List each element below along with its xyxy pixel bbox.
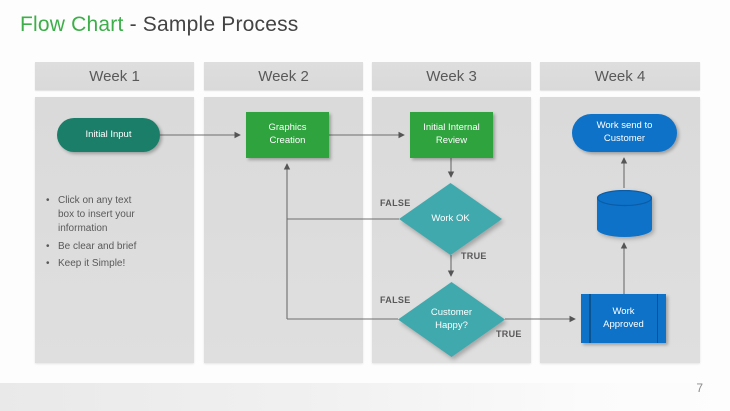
side-bar — [656, 294, 658, 343]
graphics-creation-shape[interactable]: Graphics Creation — [246, 112, 329, 158]
note-item[interactable]: Keep it Simple! — [46, 257, 150, 271]
work-approved-shape[interactable]: Work Approved — [581, 294, 666, 343]
customer-happy-false-label: FALSE — [380, 295, 411, 305]
column-header-label: Week 3 — [426, 67, 477, 85]
slide-title-rest: - Sample Process — [123, 13, 299, 36]
column-header-week3[interactable]: Week 3 — [372, 62, 531, 90]
column-header-label: Week 2 — [258, 67, 309, 85]
notes-list: Click on any text box to insert your inf… — [46, 194, 150, 274]
footer-band — [0, 383, 730, 411]
column-header-label: Week 4 — [594, 67, 646, 85]
customer-happy-diamond: Customer Happy? — [398, 282, 505, 357]
customer-happy-true-label: TRUE — [496, 329, 522, 339]
initial-input-shape[interactable]: Initial Input — [57, 118, 160, 152]
note-item[interactable]: Be clear and brief — [46, 240, 150, 254]
customer-happy-label: Customer Happy? — [430, 306, 473, 331]
work-ok-diamond: Work OK — [399, 183, 502, 255]
customer-happy-decision-shape[interactable]: Customer Happy? — [398, 282, 505, 357]
work-ok-label: Work OK — [431, 212, 470, 224]
database-cylinder-icon[interactable] — [597, 190, 652, 237]
work-approved-label: Work Approved — [603, 305, 644, 330]
slide-title: Flow Chart - Sample Process — [20, 13, 299, 37]
work-ok-decision-shape[interactable]: Work OK — [399, 183, 502, 255]
side-bar — [589, 294, 591, 343]
column-header-label: Week 1 — [89, 67, 140, 85]
initial-internal-review-shape[interactable]: Initial Internal Review — [410, 112, 493, 158]
graphics-creation-label: Graphics Creation — [268, 122, 307, 146]
work-ok-true-label: TRUE — [461, 251, 487, 261]
column-header-week4[interactable]: Week 4 — [540, 62, 700, 90]
work-send-to-customer-label: Work send to Customer — [596, 120, 653, 144]
column-header-week1[interactable]: Week 1 — [35, 62, 194, 90]
initial-internal-review-label: Initial Internal Review — [423, 122, 480, 146]
work-ok-false-label: FALSE — [380, 198, 411, 208]
work-send-to-customer-shape[interactable]: Work send to Customer — [572, 114, 677, 152]
column-header-week2[interactable]: Week 2 — [204, 62, 363, 90]
slide-title-highlight: Flow Chart — [20, 13, 124, 36]
initial-input-label: Initial Input — [85, 128, 132, 140]
page-number: 7 — [696, 381, 703, 395]
note-item[interactable]: Click on any text box to insert your inf… — [46, 194, 150, 237]
